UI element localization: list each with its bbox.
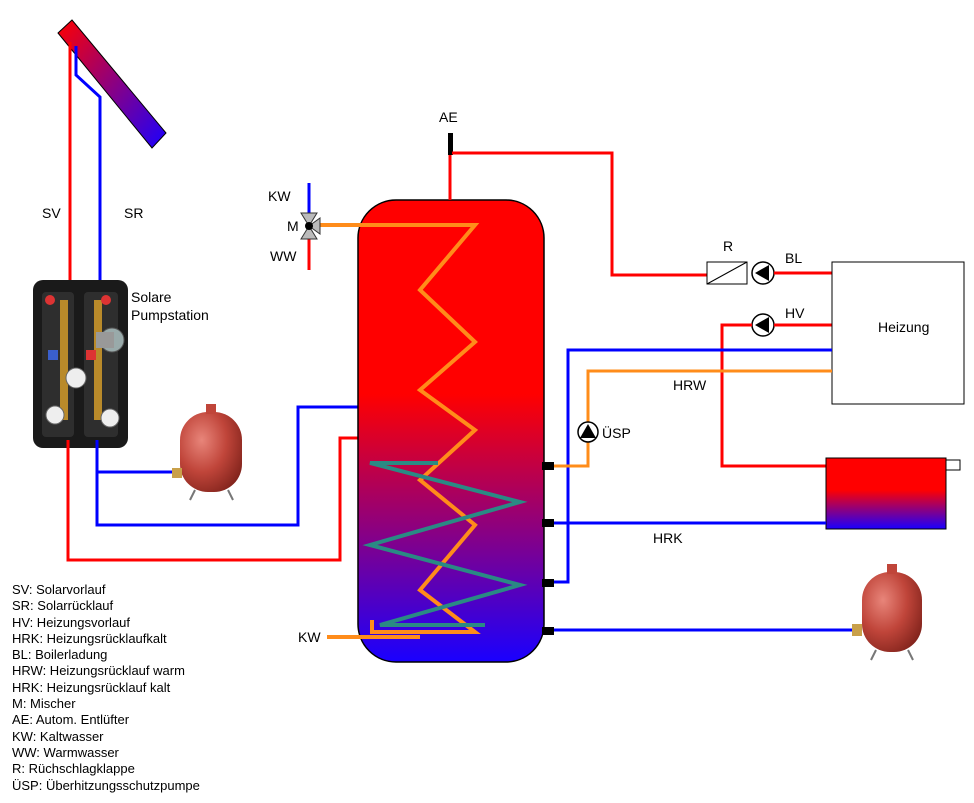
pipe-solar-return — [74, 46, 102, 290]
heater-box — [831, 261, 965, 405]
label-r: R — [723, 238, 733, 254]
pipe-bl-top — [452, 151, 708, 277]
label-hrk: HRK — [653, 530, 683, 546]
storage-tank — [357, 199, 545, 663]
label-usp: ÜSP — [602, 424, 631, 441]
check-valve — [706, 261, 748, 285]
legend-item: ÜSP: Überhitzungsschutzpumpe — [12, 777, 200, 793]
label-station-2: Pumpstation — [131, 307, 209, 323]
solar-expansion-vessel — [172, 404, 242, 501]
pump-hv — [751, 313, 775, 337]
label-bl: BL — [785, 250, 802, 266]
tank-port-bottom — [542, 627, 554, 635]
pump-usp — [577, 421, 599, 443]
heating-expansion-vessel — [852, 564, 922, 661]
label-heizung: Heizung — [878, 319, 929, 335]
solar-collector — [57, 19, 167, 149]
label-ww: WW — [270, 248, 297, 264]
label-m: M — [287, 218, 299, 234]
label-hv: HV — [785, 305, 805, 321]
label-station-1: Solare — [131, 289, 172, 305]
legend: SV: Solarvorlauf SR: Solarrücklauf HV: H… — [12, 582, 200, 794]
legend-item: SV: Solarvorlauf — [12, 582, 106, 597]
label-hrw: HRW — [673, 377, 707, 393]
legend-item: HRW: Heizungsrücklauf warm — [12, 663, 185, 679]
label-sr: SR — [124, 205, 143, 221]
mixer-valve — [300, 212, 321, 240]
legend-item: HRK: Heizungsrücklauf kalt — [12, 679, 171, 695]
tank-port-usp — [542, 462, 554, 470]
pump-bl — [751, 261, 775, 285]
legend-item: M: Mischer — [12, 696, 76, 712]
legend-item: HRK: Heizungsrücklaufkalt — [12, 630, 167, 646]
label-kw-top: KW — [268, 188, 291, 204]
legend-item: AE: Autom. Entlüfter — [12, 712, 130, 728]
label-sv: SV — [42, 205, 61, 221]
legend-item: KW: Kaltwasser — [12, 728, 104, 744]
legend-item: SR: Solarrücklauf — [12, 598, 114, 614]
upper-coil — [318, 223, 481, 634]
label-kw-bottom: KW — [298, 629, 321, 645]
pipe-heating-flow-to-radiator — [720, 323, 828, 468]
air-vent — [448, 133, 453, 155]
radiator — [825, 457, 961, 530]
legend-item: BL: Boilerladung — [12, 647, 108, 663]
tank-port-hrk — [542, 519, 554, 527]
label-ae: AE — [439, 109, 458, 125]
tank-port-lower — [542, 579, 554, 587]
legend-item: R: Rüchschlagklappe — [12, 761, 135, 777]
solar-pump-station — [33, 280, 128, 448]
solar-coil — [362, 461, 528, 627]
pipe-heating-return-warm — [554, 369, 832, 468]
legend-item: HV: Heizungsvorlauf — [12, 614, 131, 630]
legend-item: WW: Warmwasser — [12, 744, 119, 760]
